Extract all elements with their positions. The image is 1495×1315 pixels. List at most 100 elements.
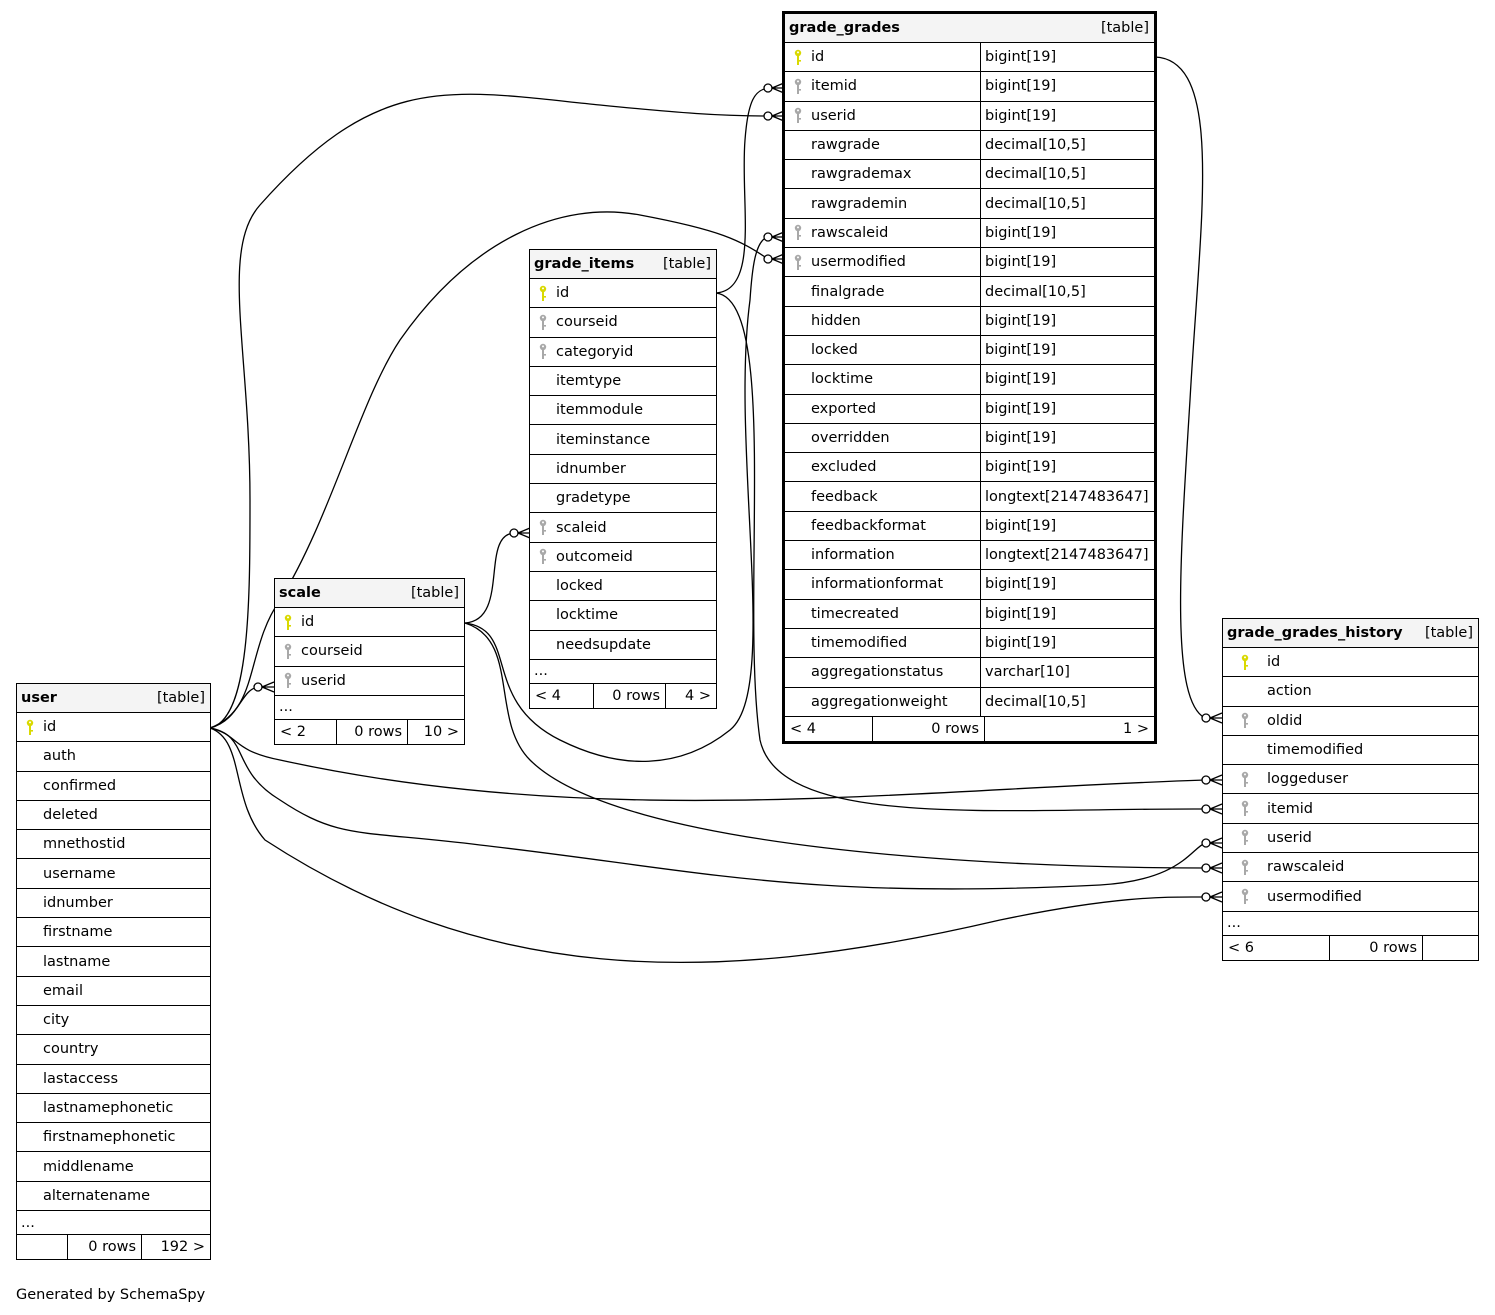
column-row-firstname[interactable]: firstname [17,918,210,948]
column-row-itemid[interactable]: itemid [1223,794,1478,824]
column-name: firstnamephonetic [43,1129,176,1146]
column-type: bigint[19] [980,248,1154,277]
table-header: user [table] [17,684,210,713]
column-row-scaleid[interactable]: scaleid [530,513,716,543]
column-row-itemmodule[interactable]: itemmodule [530,396,716,426]
column-row-userid[interactable]: userid [275,667,464,696]
column-row-aggregationweight[interactable]: aggregationweight decimal[10,5] [785,687,1154,717]
column-name: userid [301,672,346,689]
column-row-idnumber[interactable]: idnumber [17,889,210,919]
column-row-timemodified[interactable]: timemodified [1223,736,1478,766]
more-columns[interactable]: ... [275,696,464,720]
column-row-oldid[interactable]: oldid [1223,707,1478,736]
column-row-userid[interactable]: userid [1223,824,1478,854]
parents-link[interactable]: < 4 [530,683,594,708]
column-row-country[interactable]: country [17,1035,210,1065]
column-row-needsupdate[interactable]: needsupdate [530,631,716,660]
foreign-key-icon [1223,800,1267,817]
column-row-city[interactable]: city [17,1006,210,1036]
children-link[interactable]: 4 > [685,687,711,704]
children-link[interactable]: 10 > [423,723,459,740]
column-row-locked[interactable]: locked [530,572,716,602]
column-name: rawscaleid [811,224,889,241]
cardinality-circle [763,111,773,121]
column-row-email[interactable]: email [17,977,210,1006]
column-row-username[interactable]: username [17,859,210,889]
column-row-lastnamephonetic[interactable]: lastnamephonetic [17,1094,210,1124]
column-row-courseid[interactable]: courseid [275,637,464,667]
column-row-lastname[interactable]: lastname [17,947,210,977]
parents-link[interactable]: < 4 [785,716,873,741]
column-row-locktime[interactable]: locktime [530,601,716,631]
column-row-id[interactable]: id [17,713,210,743]
children-link[interactable]: 1 > [1123,720,1149,737]
column-row-outcomeid[interactable]: outcomeid [530,543,716,572]
parents-link[interactable]: < 6 [1223,935,1330,960]
column-row-auth[interactable]: auth [17,742,210,772]
column-row-rawscaleid[interactable]: rawscaleid [1223,853,1478,883]
column-row-courseid[interactable]: courseid [530,308,716,338]
column-row-mnethostid[interactable]: mnethostid [17,830,210,860]
column-row-itemtype[interactable]: itemtype [530,367,716,397]
more-columns[interactable]: ... [1223,912,1478,936]
column-row-firstnamephonetic[interactable]: firstnamephonetic [17,1123,210,1153]
column-row-gradetype[interactable]: gradetype [530,484,716,514]
more-columns[interactable]: ... [17,1211,210,1236]
column-row-id[interactable]: id [275,608,464,638]
column-row-idnumber[interactable]: idnumber [530,455,716,485]
table-name: grade_grades [789,20,900,36]
column-type: decimal[10,5] [980,687,1154,716]
column-row-categoryid[interactable]: categoryid [530,338,716,367]
parents-link[interactable]: < 2 [275,719,337,744]
column-row-alternatename[interactable]: alternatename [17,1182,210,1212]
column-row-middlename[interactable]: middlename [17,1152,210,1182]
column-name: aggregationweight [811,693,948,710]
column-name: alternatename [43,1187,151,1204]
column-row-action[interactable]: action [1223,677,1478,707]
column-row-id[interactable]: id [1223,648,1478,678]
more-columns[interactable]: ... [530,660,716,684]
parents-link[interactable] [17,1235,68,1260]
column-row-lastaccess[interactable]: lastaccess [17,1065,210,1094]
cardinality-circle [763,232,773,242]
column-row-id[interactable]: id [530,279,716,309]
column-name: needsupdate [556,636,651,653]
column-row-confirmed[interactable]: confirmed [17,772,210,801]
column-name: email [43,982,83,999]
children-link[interactable] [1423,936,1478,960]
column-row-usermodified[interactable]: usermodified [1223,882,1478,912]
column-row-loggeduser[interactable]: loggeduser [1223,765,1478,795]
children-link[interactable]: 192 > [160,1239,205,1256]
column-row-deleted[interactable]: deleted [17,801,210,831]
column-row-iteminstance[interactable]: iteminstance [530,425,716,455]
column-type: decimal[10,5] [980,277,1154,306]
row-count: 0 rows [68,1235,142,1260]
